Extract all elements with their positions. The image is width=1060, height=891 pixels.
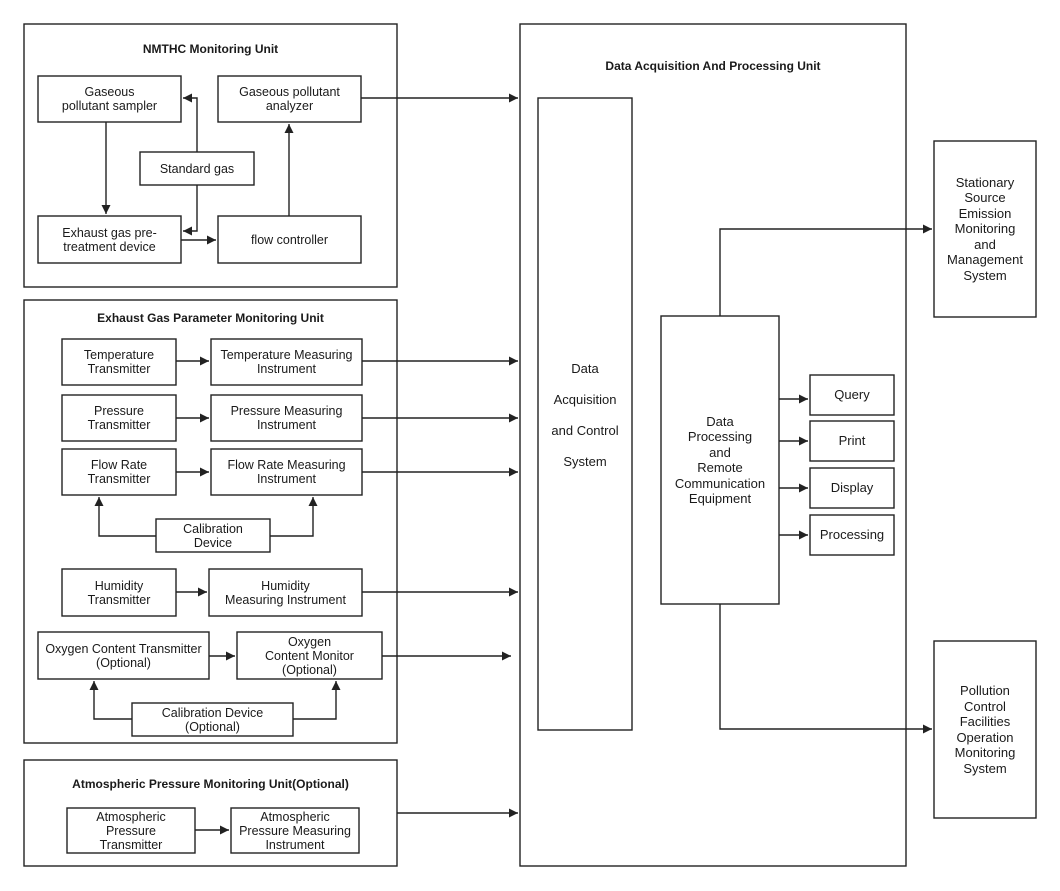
nmthc-unit-title: NMTHC Monitoring Unit [142,42,279,56]
processing-equipment-label: Data Processing and Remote Communication… [674,413,766,507]
arrow-stdgas-sampler [183,93,198,152]
arrow-calib-oxygen-transmitter [89,681,132,720]
output-print-label[interactable]: Print [838,433,866,449]
arrow-calib-oxygen-monitor [293,681,341,720]
pretreatment-label: Exhaust gas pre- treatment device [62,225,157,254]
temp-instrument-label: Temperature Measuring Instrument [220,348,353,376]
oxygen-transmitter-label: Oxygen Content Transmitter (Optional) [45,641,202,670]
atm-transmitter-label: Atmospheric Pressure Transmitter [96,809,166,852]
pressure-instrument-label: Pressure Measuring Instrument [230,404,343,432]
temp-transmitter-label: Temperature Transmitter [83,348,155,376]
analyzer-label: Gaseous pollutant analyzer [239,85,340,113]
analyzer-box [217,75,362,123]
calibration-optional-label: Calibration Device (Optional) [161,705,264,734]
oxygen-monitor-label: Oxygen Content Monitor (Optional) [265,634,354,677]
arrow-to-pollution [719,604,932,734]
flow-transmitter-label: Flow Rate Transmitter [87,458,151,486]
stationary-system-frame [933,140,1037,318]
arrow-calib-flow-instrument [270,497,318,537]
arrow-to-stationary [719,224,932,316]
sampler-label: Gaseous pollutant sampler [61,85,158,113]
daq-unit-title: Data Acquisition And Processing Unit [605,59,821,73]
atmospheric-unit-title: Atmospheric Pressure Monitoring Unit(Opt… [72,777,349,791]
output-processing-box [809,514,895,556]
daq-system-label: Data Acquisition and Control System [551,361,619,469]
output-display-box [809,467,895,509]
arrow-calib-flow-transmitter [94,497,156,537]
pollution-system-frame [933,640,1037,819]
exhaust-unit-frame [23,299,398,744]
atm-instrument-box [230,807,360,854]
humidity-transmitter-label: Humidity Transmitter [87,578,151,607]
flow-instrument-label: Flow Rate Measuring Instrument [227,458,346,486]
atm-instrument-label: Atmospheric Pressure Measuring Instrumen… [239,809,351,852]
humidity-instrument-label: Humidity Measuring Instrument [225,578,346,607]
temp-instrument-box [210,338,363,386]
temp-transmitter-box [61,338,177,386]
pollution-system-label: Pollution Control Facilities Operation M… [954,683,1016,776]
daq-unit-frame [519,23,907,867]
flow-controller-label: flow controller [250,232,329,247]
output-processing-label[interactable]: Processing [819,527,885,543]
daq-system-box [537,97,633,731]
exhaust-unit-title: Exhaust Gas Parameter Monitoring Unit [97,311,324,325]
standard-gas-label: Standard gas [159,161,235,176]
sampler-box [37,75,182,123]
calibration-label: Calibration Device [183,521,243,550]
output-query-box [809,374,895,416]
arrow-stdgas-pretreatment [183,185,198,236]
stationary-system-label: Stationary Source Emission Monitoring an… [947,174,1023,283]
output-display-label[interactable]: Display [830,480,874,496]
nmthc-unit-frame [23,23,398,288]
pressure-transmitter-label: Pressure Transmitter [87,404,151,432]
output-print-box [809,420,895,462]
output-query-label[interactable]: Query [834,387,870,403]
